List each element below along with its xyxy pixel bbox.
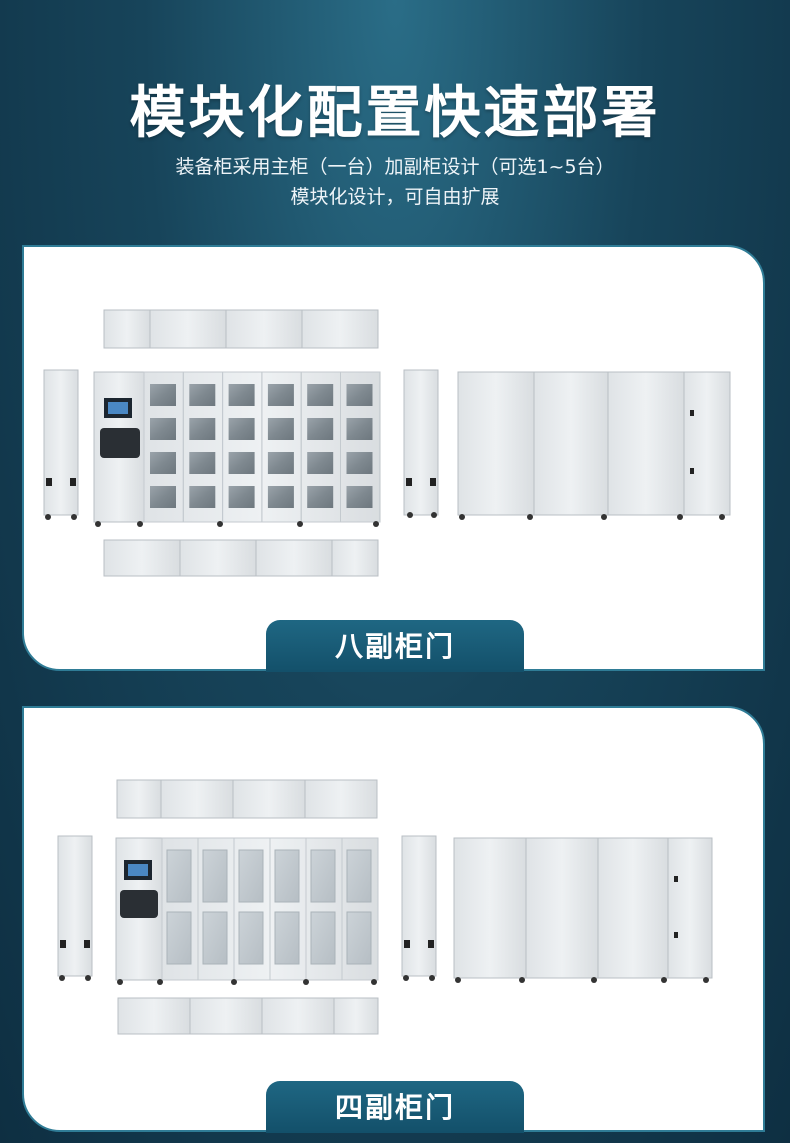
door-window (310, 849, 336, 903)
cabinet-door-column (233, 837, 271, 981)
four-door-panel (22, 706, 765, 1132)
middle-side-panel-2 (401, 835, 437, 981)
door-window (166, 849, 192, 903)
door-window (202, 849, 228, 903)
eight-door-label: 八副柜门 (266, 620, 524, 672)
door-window (274, 911, 300, 965)
cabinet-door-column (269, 837, 307, 981)
four-door-label: 四副柜门 (266, 1081, 524, 1133)
door-window (346, 849, 372, 903)
door-window (238, 911, 264, 965)
cabinet-door-column (305, 837, 343, 981)
left-side-panel-2 (57, 835, 93, 981)
bottom-base-pieces-2 (117, 997, 379, 1035)
cabinet-door-column (341, 837, 379, 981)
page-title: 模块化配置快速部署 (129, 81, 661, 146)
back-panel-2 (453, 837, 713, 983)
door-window (238, 849, 264, 903)
cabinet-door-column (161, 837, 199, 981)
page-subtitle-line1: 装备柜采用主柜（一台）加副柜设计（可选1~5台） (175, 156, 615, 178)
eight-door-panel (22, 245, 765, 671)
door-window (274, 849, 300, 903)
door-window (166, 911, 192, 965)
page-subtitle-line2: 模块化设计，可自由扩展 (290, 186, 500, 208)
door-window (202, 911, 228, 965)
door-window (346, 911, 372, 965)
door-window (310, 911, 336, 965)
main-cabinet-four (115, 837, 379, 985)
top-cover-pieces-2 (116, 779, 378, 819)
cabinet-door-column (197, 837, 235, 981)
